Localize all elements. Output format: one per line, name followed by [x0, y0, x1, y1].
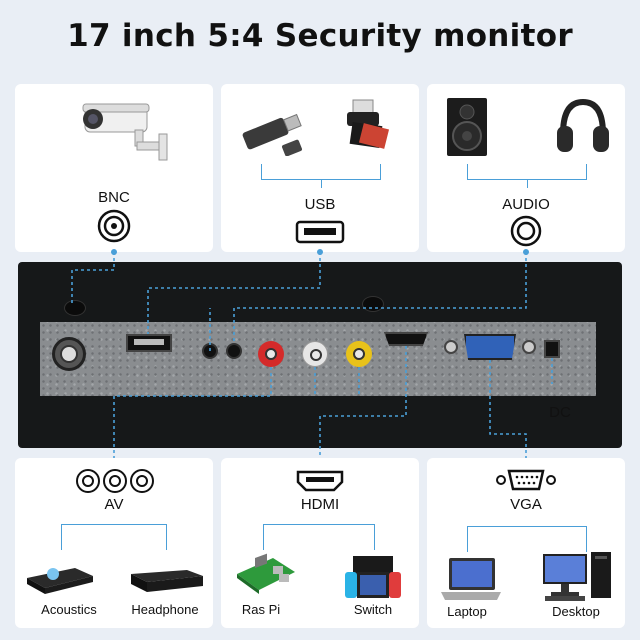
- headphones-icon: [557, 98, 609, 152]
- raspberry-pi-icon: [237, 553, 295, 594]
- av-bracket: [61, 524, 167, 550]
- usb-drive-icon: [242, 113, 302, 156]
- av-card: AV Acoustics Headphone: [15, 458, 213, 628]
- av-label: AV: [104, 496, 124, 513]
- rca-yellow-port: [346, 341, 372, 367]
- desktop-pc-icon: [543, 552, 611, 601]
- bnc-port-icon: [97, 209, 131, 243]
- usb-card: USB: [221, 84, 419, 252]
- laptop-icon: [441, 558, 501, 600]
- bnc-label: BNC: [98, 189, 130, 206]
- screw-left: [64, 300, 86, 316]
- card-reader-icon: [347, 99, 390, 149]
- screw-right: [362, 296, 384, 312]
- security-camera-icon: [82, 103, 168, 161]
- ras-pi-label: Ras Pi: [241, 602, 281, 617]
- usb-port-icon: [295, 220, 345, 244]
- av-ports-icon: [76, 469, 154, 493]
- hdmi-port: [384, 332, 428, 346]
- set-top-box-icon: [131, 570, 203, 592]
- hdmi-label: HDMI: [300, 496, 340, 513]
- audio-jack-2: [226, 343, 242, 359]
- rca-white-port: [302, 341, 328, 367]
- vga-screw-right: [522, 340, 536, 354]
- speaker-icon: [447, 98, 487, 156]
- page-title: 17 inch 5:4 Security monitor: [67, 18, 573, 54]
- dc-port: [544, 340, 560, 358]
- switch-label: Switch: [353, 602, 393, 617]
- vga-label: VGA: [510, 496, 542, 513]
- usb-bracket: [261, 164, 381, 180]
- usb-label: USB: [304, 196, 336, 213]
- rca-red-port: [258, 341, 284, 367]
- bnc-port: [52, 337, 86, 371]
- vga-card: VGA Laptop Desktop: [427, 458, 625, 628]
- hdmi-port-icon: [296, 470, 344, 492]
- audio-jack-1: [202, 343, 218, 359]
- headphone-label: Headphone: [131, 602, 199, 617]
- dc-label: DC: [549, 404, 571, 421]
- bnc-card: BNC: [15, 84, 213, 252]
- dvd-player-icon: [27, 568, 93, 594]
- vga-bracket: [467, 526, 587, 552]
- desktop-label: Desktop: [552, 604, 600, 619]
- audio-bracket: [467, 164, 587, 180]
- audio-jack-icon: [510, 215, 542, 247]
- vga-port: [464, 334, 516, 360]
- hdmi-card: HDMI Ras Pi Switch: [221, 458, 419, 628]
- acoustics-label: Acoustics: [41, 602, 97, 617]
- audio-card: AUDIO: [427, 84, 625, 252]
- hdmi-bracket: [263, 524, 375, 550]
- audio-label: AUDIO: [502, 196, 550, 213]
- vga-port-icon: [496, 469, 556, 491]
- laptop-label: Laptop: [447, 604, 487, 619]
- game-console-icon: [345, 556, 401, 598]
- vga-screw-left: [444, 340, 458, 354]
